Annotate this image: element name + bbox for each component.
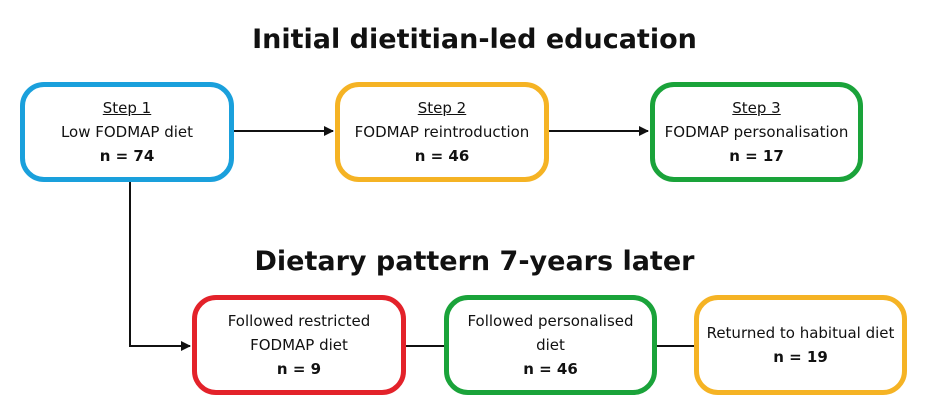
- step3-count: n = 17: [729, 147, 784, 165]
- outcome-restricted-count: n = 9: [276, 360, 322, 378]
- step3-label: FODMAP personalisation: [664, 123, 849, 141]
- outcome-habitual-box: Returned to habitual diet n = 19: [694, 295, 907, 395]
- outcome-habitual-count: n = 19: [773, 348, 828, 366]
- step1-box: Step 1 Low FODMAP diet n = 74: [20, 82, 234, 182]
- step1-label: Low FODMAP diet: [60, 123, 194, 141]
- outcome-restricted-line2: FODMAP diet: [250, 336, 348, 354]
- outcome-personalised-box: Followed personalised diet n = 46: [444, 295, 657, 395]
- outcome-personalised-count: n = 46: [523, 360, 578, 378]
- title-initial-education: Initial dietitian-led education: [252, 24, 697, 55]
- step1-count: n = 74: [99, 147, 155, 165]
- step2-label: FODMAP reintroduction: [354, 123, 530, 141]
- outcome-restricted-line1: Followed restricted: [227, 312, 371, 330]
- step3-heading: Step 3: [732, 99, 781, 117]
- outcome-personalised-line2: diet: [536, 336, 565, 354]
- outcome-personalised-line1: Followed personalised: [467, 312, 634, 330]
- step1-heading: Step 1: [102, 99, 152, 117]
- title-dietary-pattern: Dietary pattern 7-years later: [254, 246, 695, 277]
- arrow-step1-to-restricted: [129, 182, 191, 351]
- outcome-habitual-line1: Returned to habitual diet: [706, 324, 895, 342]
- outcome-restricted-box: Followed restricted FODMAP diet n = 9: [192, 295, 406, 395]
- step2-count: n = 46: [414, 147, 470, 165]
- step3-box: Step 3 FODMAP personalisation n = 17: [650, 82, 863, 182]
- step2-box: Step 2 FODMAP reintroduction n = 46: [335, 82, 549, 182]
- step2-heading: Step 2: [417, 99, 467, 117]
